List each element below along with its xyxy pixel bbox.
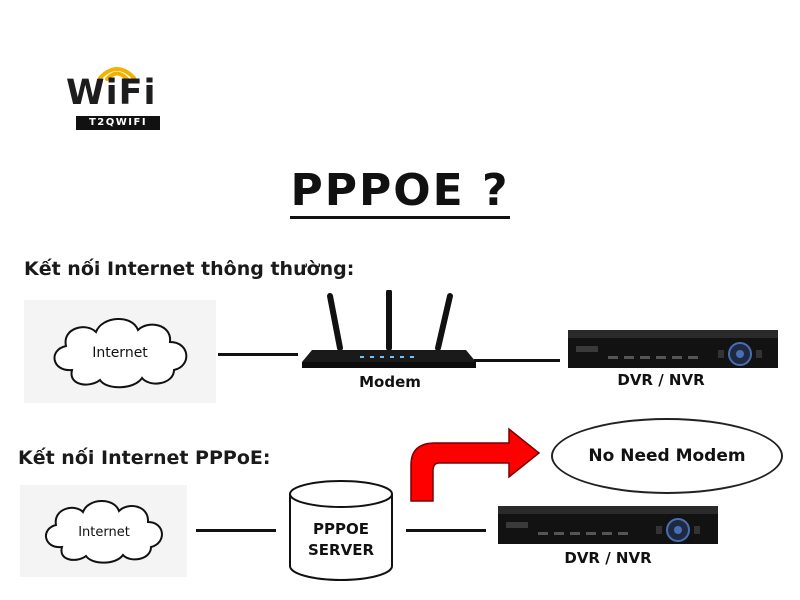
pppoe-connection-heading: Kết nối Internet PPPoE:: [18, 447, 271, 469]
pppoe-server-label-line2: SERVER: [308, 541, 374, 559]
router-modem-icon: [302, 290, 476, 368]
t2qwifi-logo: WiFi T2QWIFI: [62, 62, 172, 134]
wire-server-to-dvr: [406, 529, 486, 532]
internet-cloud-panel: Internet: [24, 300, 216, 403]
internet-cloud-label: Internet: [78, 525, 130, 540]
red-bent-arrow-icon: [410, 427, 541, 502]
internet-cloud-panel-pppoe: Internet: [20, 485, 187, 577]
page-title: PPPOE ?: [0, 165, 800, 219]
dvr-nvr-device-icon: [568, 330, 778, 368]
pppoe-server-database-icon: PPPOE SERVER: [289, 480, 393, 581]
no-need-modem-text: No Need Modem: [588, 446, 746, 466]
logo-tagline: T2QWIFI: [76, 116, 160, 130]
normal-connection-heading: Kết nối Internet thông thường:: [24, 258, 355, 280]
wifi-signal-icon: [98, 67, 136, 81]
pppoe-server-label-line1: PPPOE: [313, 520, 369, 538]
internet-cloud-label: Internet: [92, 345, 148, 361]
no-need-modem-callout: No Need Modem: [551, 418, 783, 494]
internet-cloud-icon: Internet: [53, 317, 188, 389]
dvr-nvr-device-icon-pppoe: [498, 506, 718, 544]
dvr-nvr-label: DVR / NVR: [617, 371, 705, 389]
internet-cloud-icon: Internet: [45, 500, 163, 564]
dvr-nvr-label-pppoe: DVR / NVR: [564, 549, 652, 567]
wire-internet-to-server: [196, 529, 276, 532]
wire-internet-to-modem: [218, 353, 298, 356]
page-title-text: PPPOE ?: [290, 165, 510, 219]
modem-label: Modem: [359, 373, 421, 391]
logo-wordmark: WiFi: [66, 73, 157, 113]
wire-modem-to-dvr: [474, 359, 560, 362]
